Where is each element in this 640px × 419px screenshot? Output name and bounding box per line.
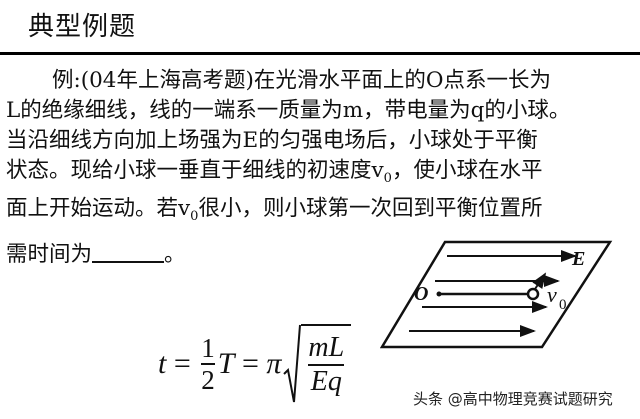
ball [526,287,540,301]
horizontal-plane [379,240,613,349]
radical-sign-icon [283,324,302,403]
fraction-numerator: mL [308,332,345,363]
fraction-one-half: 1 2 [201,333,215,395]
velocity-arrow [532,272,547,290]
fraction-mL-over-Eq: mL Eq [308,332,345,398]
page-title: 典型例题 [28,12,137,42]
problem-line-6: 需时间为 。 [6,240,636,270]
fraction-denominator: Eq [310,366,342,397]
watermark: 头条 @高中物理竞赛试题研究 [413,390,613,408]
label-E: E [571,248,585,270]
problem-line-3: 当沿细线方向加上场强为E的匀强电场后，小球处于平衡 [6,128,538,153]
fraction-denominator: 2 [201,365,215,395]
text-segment: 需时间为 [6,242,93,267]
text-segment: ，使小球在水平 [391,158,543,183]
text-segment: 。 [164,242,186,267]
text-segment: 面上开始运动。若v [6,196,191,221]
text-segment: 很小，则小球第一次回到平衡位置所 [198,196,543,221]
formula-pi: π [266,347,282,380]
label-v-subscript: 0 [559,297,567,313]
label-v: v [547,282,557,307]
answer-blank [92,243,165,263]
problem-text: 例:(04年上海高考题)在光滑水平面上的O点系一长为 L的绝缘细线，线的一端系一… [6,66,636,270]
text-segment: 状态。现给小球一垂直于细线的初速度v [6,158,384,183]
subscript: 0 [190,209,199,224]
fraction-numerator: 1 [201,333,215,363]
fraction-bar [308,364,345,366]
formula-t: t [158,347,167,380]
subscript: 0 [383,171,392,186]
label-O: O [414,283,428,305]
equals-sign: = [166,347,199,380]
problem-line-1: 例:(04年上海高考题)在光滑水平面上的O点系一长为 [52,68,552,93]
fraction-bar [201,363,215,365]
diagram-svg: E O v 0 [379,240,613,349]
problem-line-2: L的绝缘细线，线的一端系一质量为m，带电量为q的小球。 [6,98,571,123]
electric-field-diagram: E O v 0 [379,230,640,364]
square-root: mL Eq [283,324,352,404]
formula-T: T [217,347,235,380]
equals-sign: = [234,347,267,380]
problem-line-4: 状态。现给小球一垂直于细线的初速度v0，使小球在水平 [6,156,636,194]
solution-formula: t = 1 2 T = π mL Eq [158,318,352,410]
problem-line-5: 面上开始运动。若v0很小，则小球第一次回到平衡位置所 [6,194,636,232]
radicand: mL Eq [301,324,352,404]
title-divider [0,52,640,55]
